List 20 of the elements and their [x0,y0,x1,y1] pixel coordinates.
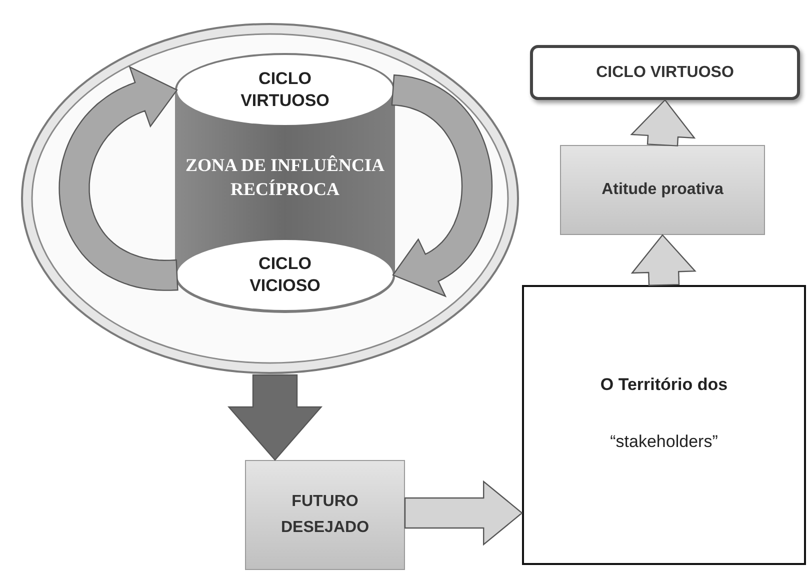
process-box [245,460,405,570]
node-label: O Território dos [600,374,728,396]
node-label: CICLO VIRTUOSO [596,62,734,82]
node-label: “stakeholders” [610,431,718,453]
node-label: ZONA DE INFLUÊNCIA RECÍPROCA [184,154,386,201]
block-arrow [227,374,323,461]
node-label: CICLO VIRTUOSO [240,68,330,112]
territory-box [522,285,806,565]
node-label: CICLO VICIOSO [248,253,322,297]
ellipse-top [177,55,393,125]
block-arrow [391,74,493,298]
node-label: Atitude proativa [602,180,724,200]
block-arrow [630,99,696,146]
ellipse-bottom [177,240,393,310]
node-label: FUTURO DESEJADO [280,492,370,538]
block-arrow [404,480,523,546]
block-arrow [58,66,178,291]
rounded-box [530,45,800,100]
process-box [560,145,765,235]
block-arrow [630,234,696,286]
